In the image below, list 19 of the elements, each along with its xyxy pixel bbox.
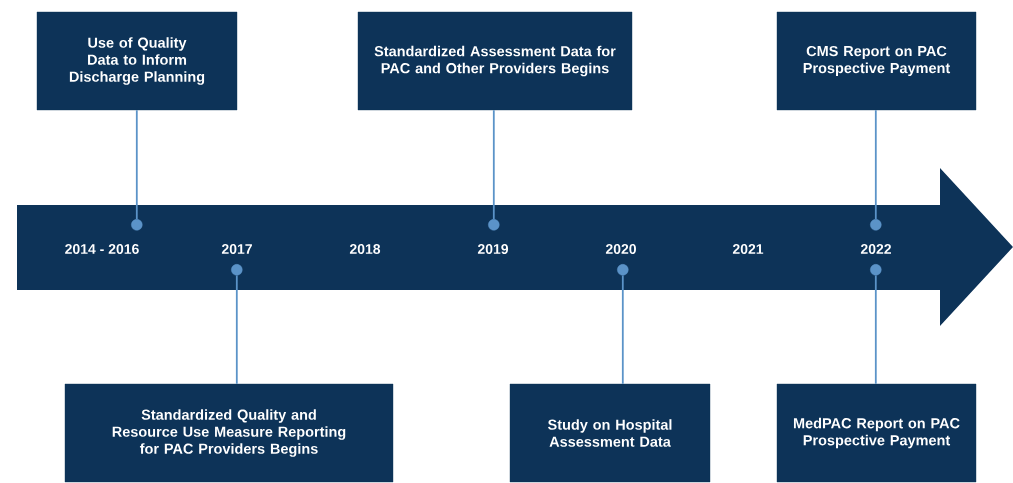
year-label: 2021 — [732, 244, 764, 254]
milestone-box: CMS Report on PAC Prospective Payment — [776, 11, 977, 111]
leader-line — [621, 274, 624, 385]
milestone-box: MedPAC Report on PAC Prospective Payment — [776, 383, 977, 483]
milestone-box: Standardized Quality and Resource Use Measure Reporting for PAC Providers Begins — [64, 383, 394, 483]
milestone-box: Study on Hospital Assessment Data — [509, 383, 711, 483]
year-label: 2014 - 2016 — [65, 244, 139, 254]
leader-line — [135, 109, 138, 220]
leader-line — [235, 274, 238, 385]
leader-line — [874, 109, 877, 220]
year-label: 2018 — [349, 244, 381, 254]
leader-line — [874, 274, 877, 385]
milestone-box: Use of Quality Data to Inform Discharge Planning — [36, 11, 238, 111]
year-label: 2019 — [477, 244, 509, 254]
milestone-box: Standardized Assessment Data for PAC and Other Providers Begins — [357, 11, 633, 111]
year-label: 2017 — [221, 244, 252, 254]
year-label: 2020 — [605, 244, 636, 254]
leader-line — [492, 109, 495, 220]
year-label: 2022 — [860, 244, 891, 254]
